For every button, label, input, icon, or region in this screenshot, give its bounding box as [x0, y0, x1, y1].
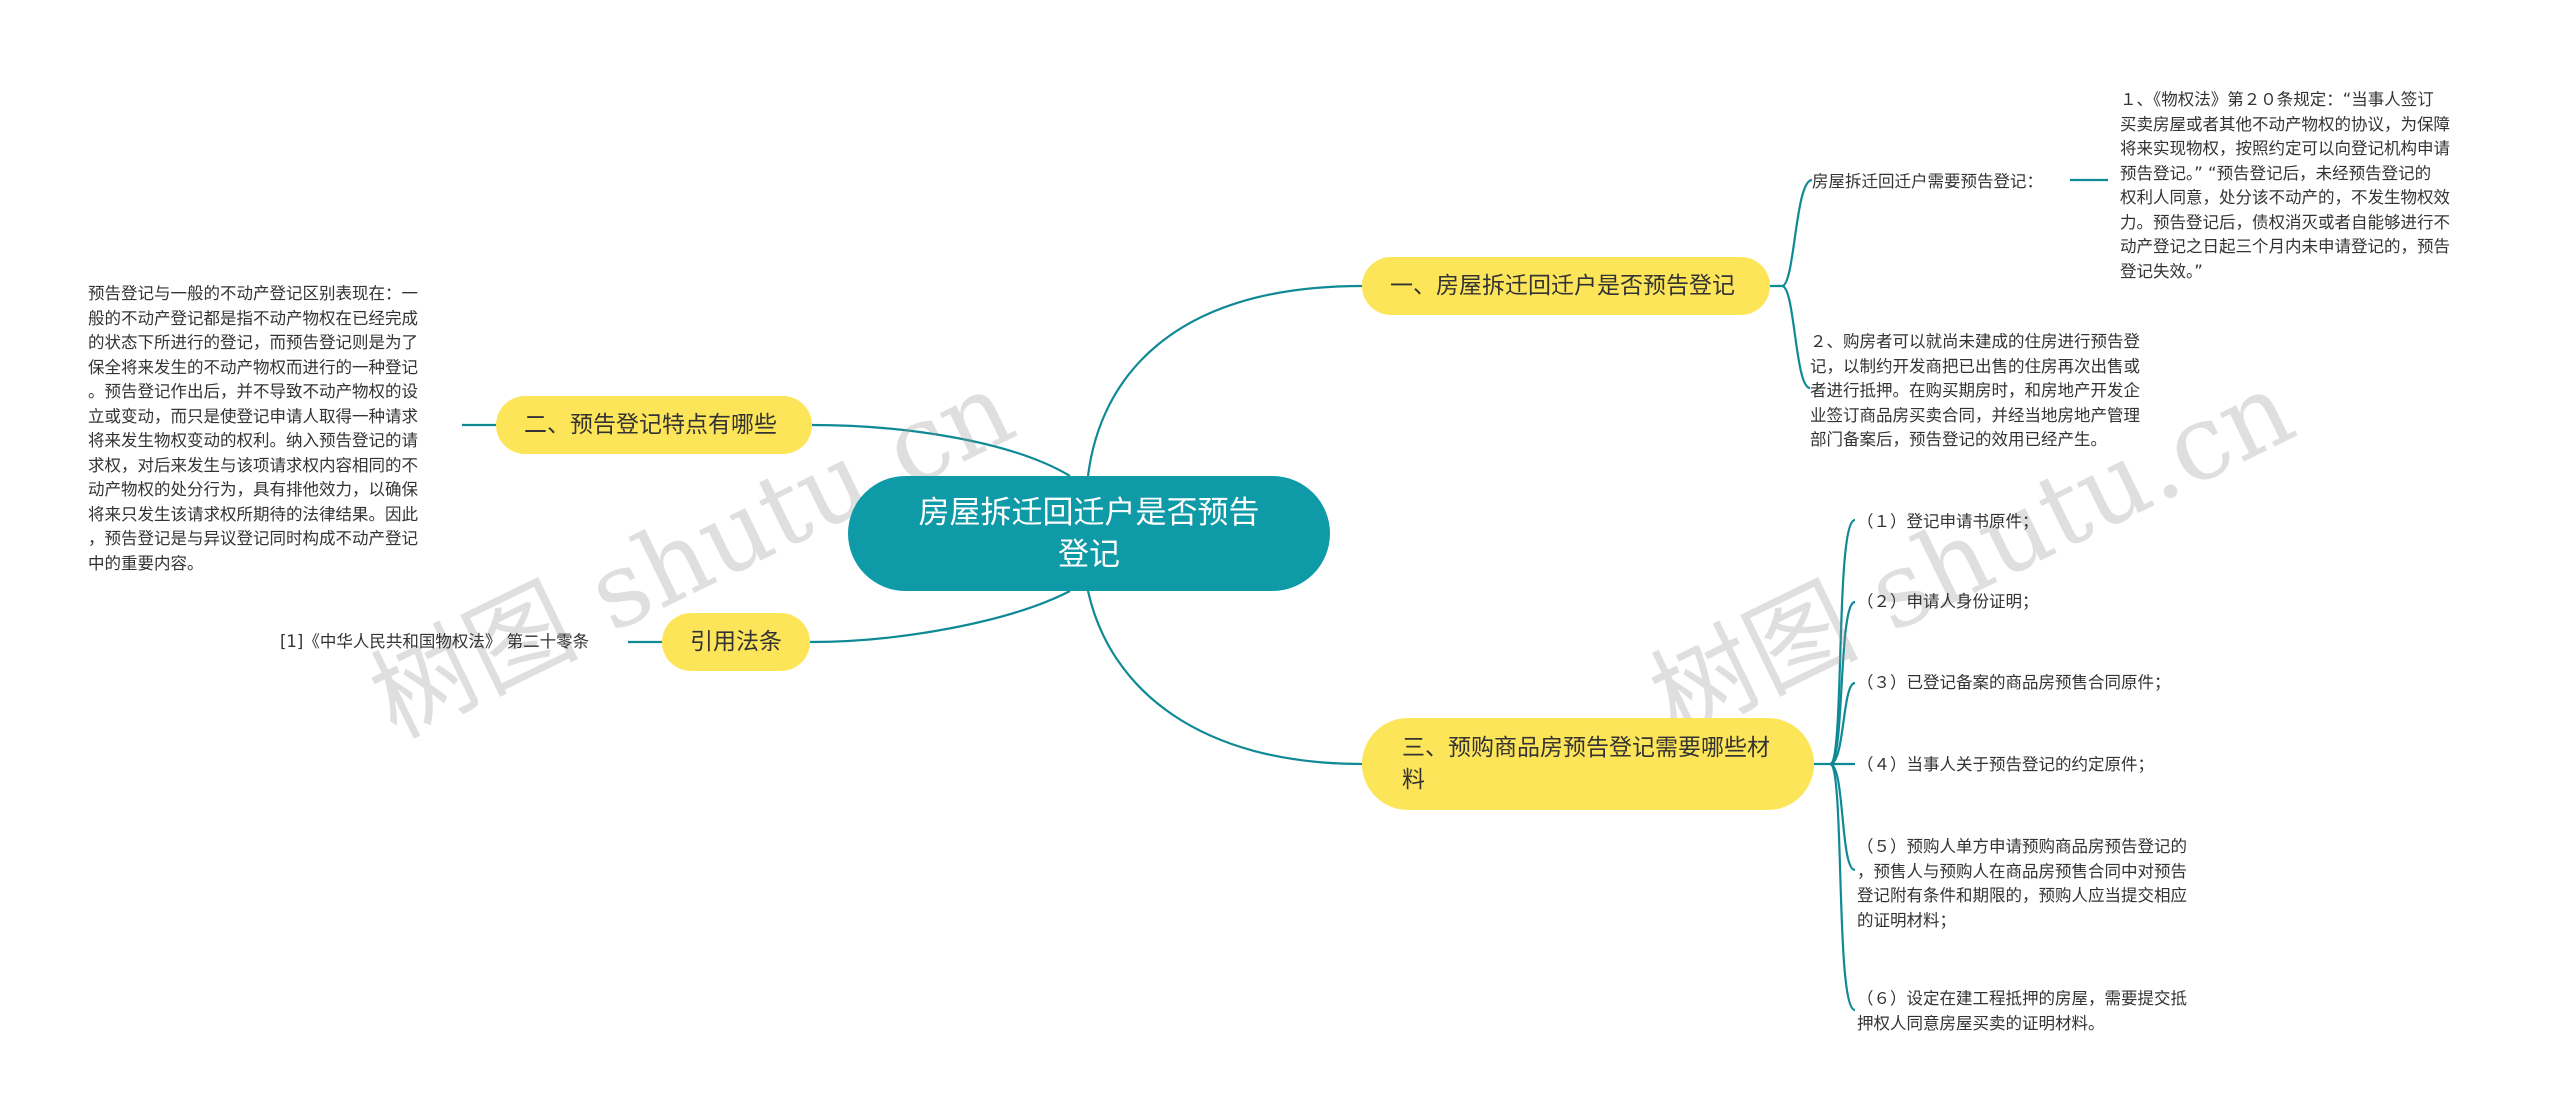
leaf-b1-detail-2[interactable]: ２、购房者可以就尚未建成的住房进行预告登 记，以制约开发商把已出售的住房再次出售… [1810, 332, 2140, 449]
leaf-b1-detail[interactable]: １、《物权法》第２０条规定：“当事人签订 买卖房屋或者其他不动产物权的协议，为保… [2120, 90, 2450, 281]
leaf-b3-item-2[interactable]: （２）申请人身份证明； [1857, 592, 2039, 611]
leaf-b2-detail[interactable]: 预告登记与一般的不动产登记区别表现在：一 般的不动产登记都是指不动产物权在已经完… [88, 284, 418, 573]
branch-label: 引用法条 [690, 629, 782, 655]
link-root-b4 [809, 590, 1071, 644]
leaf-b3-item-1[interactable]: （１）登记申请书原件； [1857, 512, 2039, 531]
leaf-b3-item-3[interactable]: （３）已登记备案的商品房预售合同原件； [1857, 673, 2171, 692]
branch-label: 一、房屋拆迁回迁户是否预告登记 [1390, 273, 1735, 299]
link-root-b1 [1086, 284, 1363, 477]
link-root-b3 [1086, 590, 1363, 766]
branch-node-3[interactable]: 三、预购商品房预告登记需要哪些材料 [1362, 718, 1814, 810]
link-b3-m2 [1828, 600, 1856, 766]
branch-label: 二、预告登记特点有哪些 [524, 412, 777, 438]
root-label: 房屋拆迁回迁户是否预告登记 [918, 494, 1260, 573]
link-b3-m3 [1829, 681, 1856, 766]
leaf-b3-item-6[interactable]: （６）设定在建工程抵押的房屋，需要提交抵 押权人同意房屋买卖的证明材料。 [1857, 989, 2187, 1033]
link-root-b2 [811, 423, 1071, 477]
leaf-b3-item-4[interactable]: （４）当事人关于预告登记的约定原件； [1857, 755, 2154, 774]
link-b3-m1 [1828, 518, 1856, 766]
leaf-b1-sub-label[interactable]: 房屋拆迁回迁户需要预告登记： [1812, 172, 2043, 191]
branch-label: 三、预购商品房预告登记需要哪些材料 [1402, 735, 1770, 793]
link-b1-bracket [1770, 178, 1813, 390]
branch-node-4[interactable]: 引用法条 [662, 613, 810, 671]
leaf-b3-item-5[interactable]: （５）预购人单方申请预购商品房预告登记的 ，预售人与预购人在商品房预售合同中对预… [1857, 837, 2187, 930]
root-node[interactable]: 房屋拆迁回迁户是否预告登记 [848, 476, 1330, 591]
link-b3-m5 [1829, 762, 1856, 872]
leaf-b4-detail[interactable]: [1]《中华人民共和国物权法》 第二十零条 [280, 632, 590, 651]
branch-node-1[interactable]: 一、房屋拆迁回迁户是否预告登记 [1362, 257, 1770, 315]
link-b3-m6 [1828, 762, 1857, 1012]
branch-node-2[interactable]: 二、预告登记特点有哪些 [496, 396, 812, 454]
